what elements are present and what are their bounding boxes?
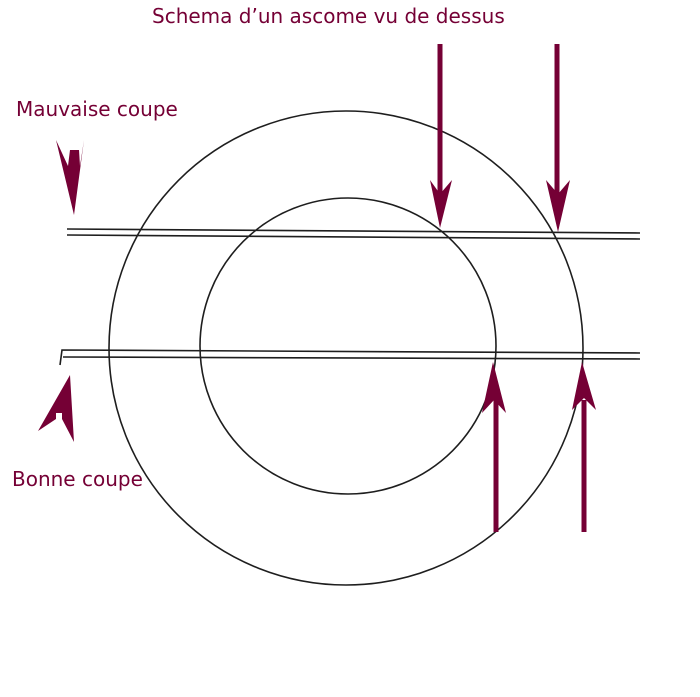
diagram-title: Schema d’un ascome vu de dessus (152, 4, 505, 28)
bad-cut-label: Mauvaise coupe (16, 97, 178, 121)
notched-arrow-up-icon (38, 375, 74, 442)
notched-arrow-down-icon (56, 140, 84, 215)
arrow-icon (546, 44, 570, 232)
bad-cut-line (66, 228, 641, 240)
arrow-icon (572, 362, 596, 532)
arrow-icon (430, 44, 452, 228)
arrow-icon (482, 362, 506, 532)
outer-circle (108, 110, 584, 586)
good-cut-line (59, 349, 641, 366)
inner-circle (199, 197, 497, 495)
good-cut-label: Bonne coupe (12, 467, 143, 491)
